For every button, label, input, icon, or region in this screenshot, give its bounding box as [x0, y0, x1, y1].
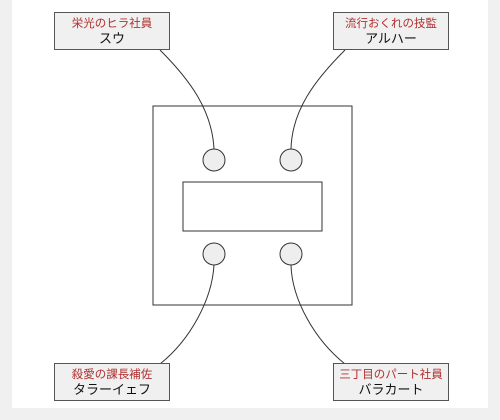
connector-bottom-right — [290, 264, 346, 365]
member-role: 栄光のヒラ社員 — [71, 16, 153, 30]
room-outline — [152, 105, 353, 306]
member-tag-bottom-left: 殺愛の課長補佐 タラーイェフ — [54, 363, 170, 401]
member-role: 流行おくれの技監 — [345, 16, 437, 30]
member-name: バラカート — [358, 383, 424, 398]
seat-top-left — [202, 148, 226, 172]
member-role: 三丁目のパート社員 — [339, 367, 443, 381]
member-name: スウ — [98, 32, 125, 47]
seat-bottom-left — [202, 242, 226, 266]
member-tag-top-right: 流行おくれの技監 アルハー — [333, 12, 449, 50]
connector-bottom-left — [159, 264, 215, 365]
seat-bottom-right — [279, 242, 303, 266]
member-name: アルハー — [365, 32, 417, 47]
connector-top-left — [159, 49, 215, 150]
member-role: 殺愛の課長補佐 — [71, 367, 153, 381]
member-tag-top-left: 栄光のヒラ社員 スウ — [54, 12, 170, 50]
table — [182, 181, 323, 232]
seat-top-right — [279, 148, 303, 172]
member-tag-bottom-right: 三丁目のパート社員 バラカート — [333, 363, 449, 401]
connector-top-right — [290, 49, 346, 150]
member-name: タラーイェフ — [72, 383, 151, 398]
